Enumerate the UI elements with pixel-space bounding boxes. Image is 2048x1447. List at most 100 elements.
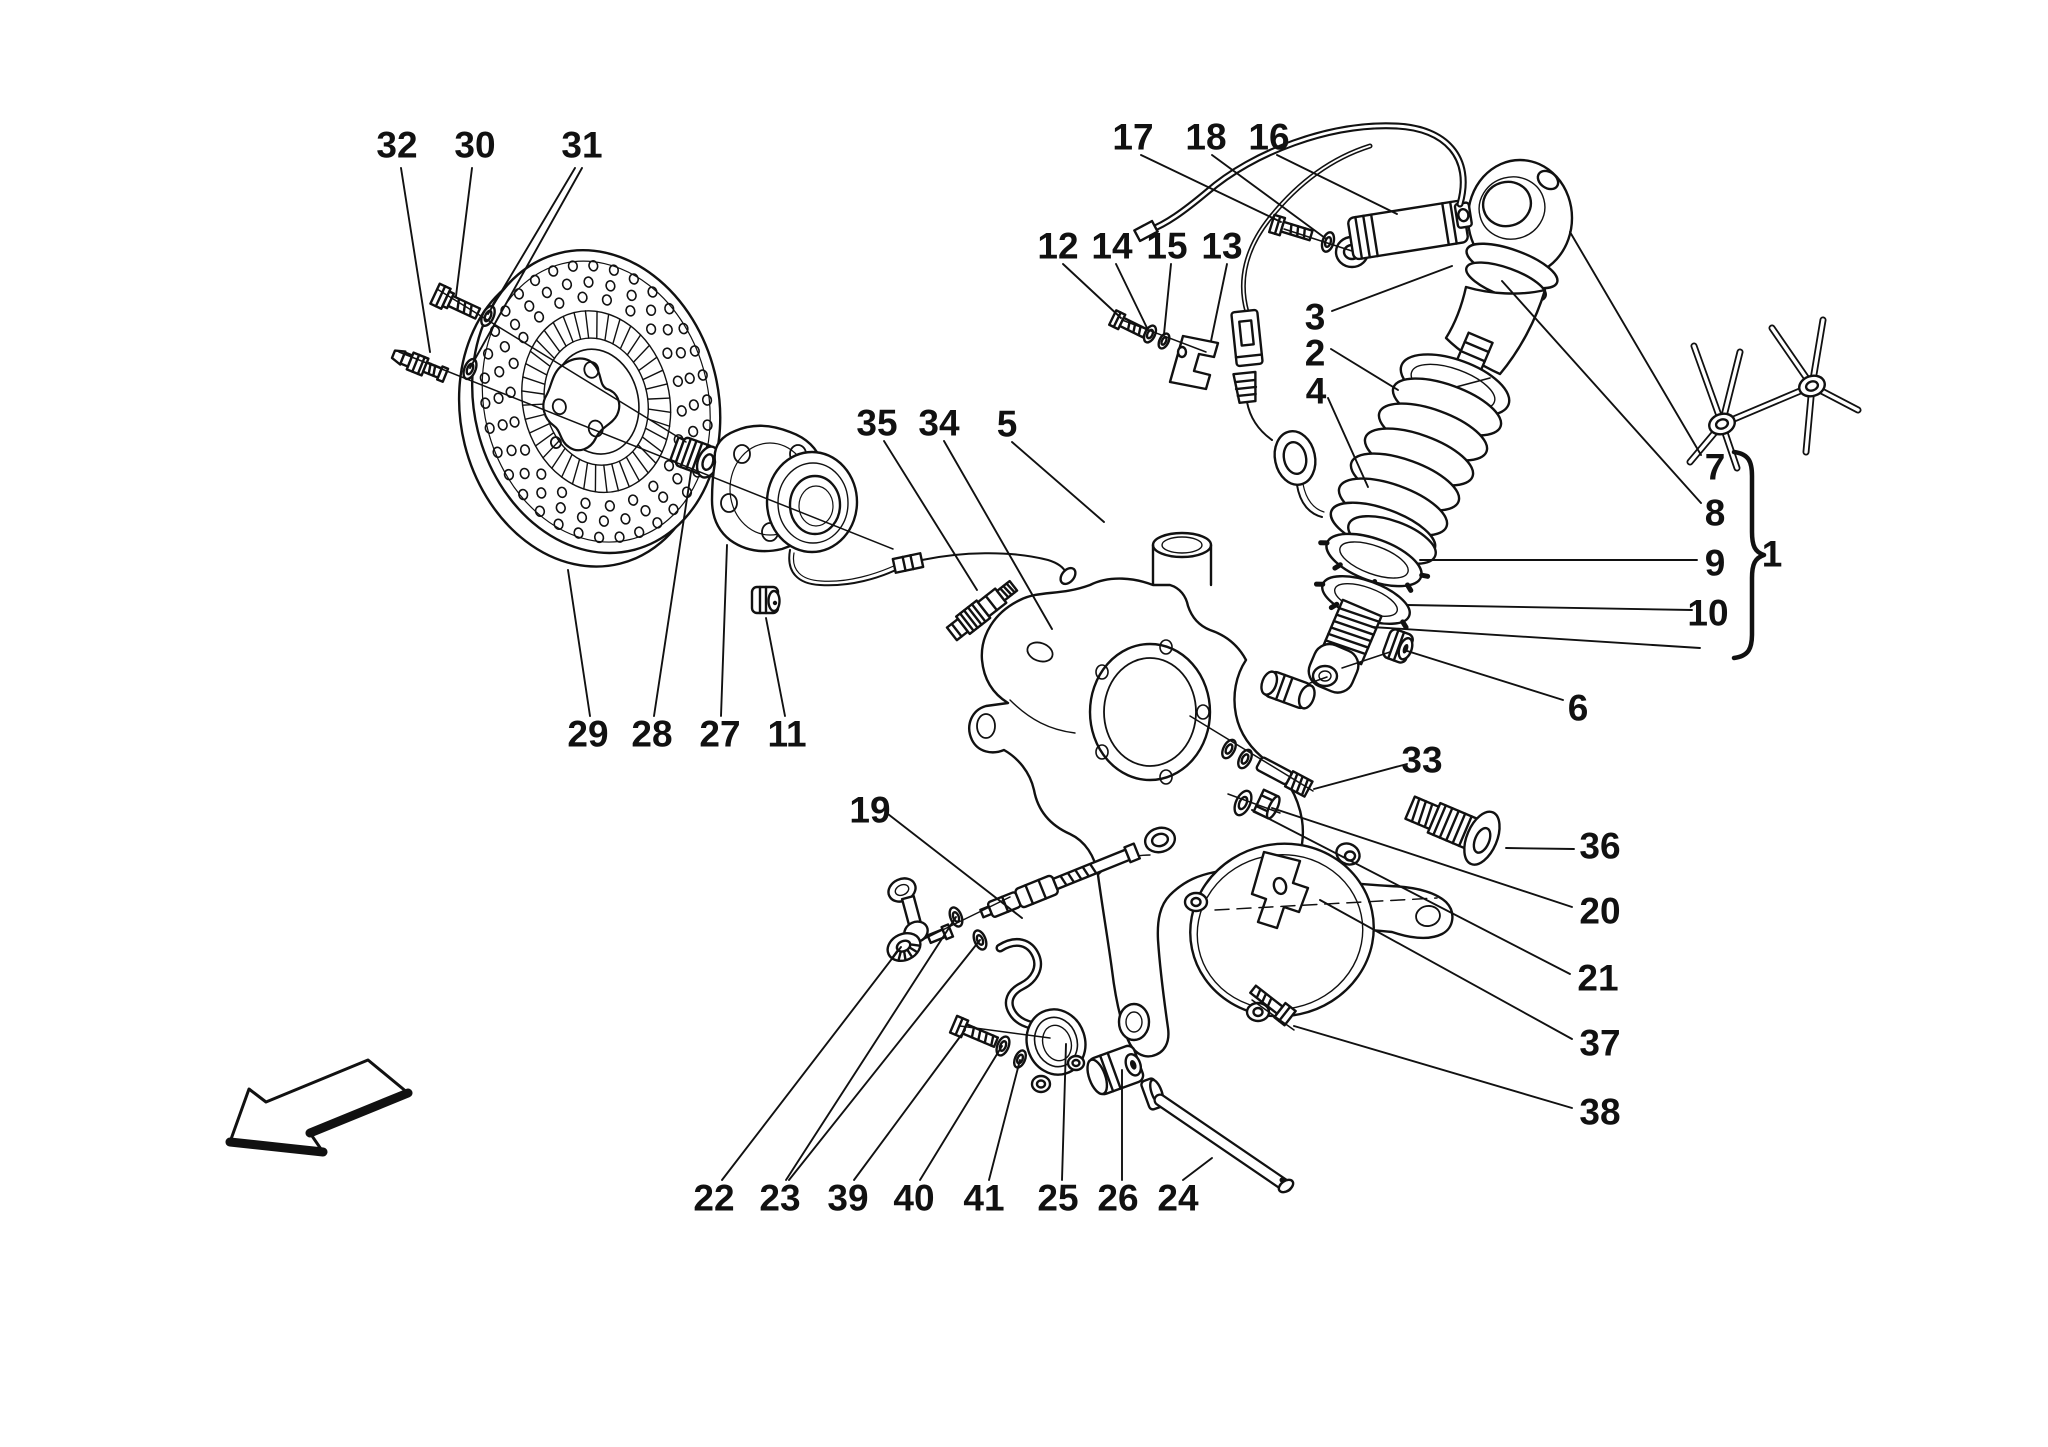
vent-vane xyxy=(521,390,545,395)
leader-line-part-36 xyxy=(1505,847,1575,850)
disc-hole xyxy=(499,340,511,353)
disc-hole xyxy=(701,394,713,406)
leader-line-part-2 xyxy=(1330,348,1399,391)
disc-hole xyxy=(508,357,519,370)
vent-vane xyxy=(642,369,664,381)
part-label-30: 30 xyxy=(454,125,495,166)
assembly-axis-lines xyxy=(398,228,1438,1039)
vent-vane xyxy=(611,463,620,492)
hub-cap xyxy=(750,585,781,615)
disc-hole xyxy=(614,531,625,543)
part-label-5: 5 xyxy=(997,404,1018,445)
leader-line-part-19 xyxy=(887,813,1023,919)
leader-line-part-3 xyxy=(1331,265,1453,312)
connector-lower xyxy=(1232,370,1258,404)
disc-hole xyxy=(647,286,658,298)
disc-hole xyxy=(536,487,547,499)
leader-line-part-13 xyxy=(1210,263,1228,342)
vent-vane xyxy=(529,350,551,367)
abs-sensor xyxy=(945,579,1019,642)
vent-vane xyxy=(612,318,621,345)
vent-vane xyxy=(626,334,642,356)
leader-line-part-34 xyxy=(943,440,1053,630)
leader-line-part-18 xyxy=(1211,154,1326,239)
disc-hole xyxy=(494,365,505,378)
disc-hole xyxy=(479,372,490,384)
vent-vane xyxy=(522,376,546,386)
shock-reservoir xyxy=(1334,199,1473,269)
leader-line-part-29 xyxy=(567,569,591,717)
wheel-hub xyxy=(710,424,859,554)
eye-bushing xyxy=(1382,628,1414,664)
part-label-12: 12 xyxy=(1037,226,1078,267)
clamp-washer-2 xyxy=(1013,1049,1027,1069)
leader-line-part-14 xyxy=(1115,263,1149,331)
leader-line-part-32 xyxy=(400,167,431,353)
shock-top-mount xyxy=(1465,158,1574,303)
disc-hole xyxy=(645,304,657,317)
part-label-37: 37 xyxy=(1579,1023,1620,1064)
stabilizer-link xyxy=(886,877,955,962)
leader-line-part-21 xyxy=(1251,809,1571,975)
disc-hole xyxy=(688,425,699,438)
part-label-18: 18 xyxy=(1185,117,1226,158)
disc-hole xyxy=(493,392,504,405)
vent-vane xyxy=(618,460,630,488)
disc-hole xyxy=(676,405,687,417)
disc-drill-holes xyxy=(479,260,713,544)
part-label-17: 17 xyxy=(1112,117,1153,158)
disc-hole xyxy=(497,419,508,431)
part-label-1: 1 xyxy=(1762,534,1783,575)
vent-vane xyxy=(571,458,581,485)
part-label-26: 26 xyxy=(1097,1178,1138,1219)
disc-hole xyxy=(541,286,553,299)
cover-screw xyxy=(1249,984,1297,1027)
disc-hole xyxy=(662,347,673,359)
part-label-23: 23 xyxy=(759,1178,800,1219)
disc-hole xyxy=(513,288,525,300)
part-label-6: 6 xyxy=(1568,688,1589,729)
disc-hole xyxy=(492,446,503,459)
part-label-38: 38 xyxy=(1579,1092,1620,1133)
part-label-9: 9 xyxy=(1705,543,1726,584)
disc-hole xyxy=(662,323,673,336)
leader-line-part-24 xyxy=(1182,1157,1213,1181)
eye-bolt-washer-1 xyxy=(1221,738,1237,760)
leader-line-part-41 xyxy=(988,1059,1021,1181)
clamp-bolt xyxy=(948,1014,1000,1048)
reservoir-screw xyxy=(1267,213,1314,242)
vent-vane xyxy=(641,436,663,453)
disc-hole xyxy=(518,488,529,501)
part-label-39: 39 xyxy=(827,1178,868,1219)
part-label-28: 28 xyxy=(631,714,672,755)
vent-vane xyxy=(584,310,590,339)
leader-line-part-7 xyxy=(1569,231,1702,456)
part-label-2: 2 xyxy=(1305,333,1326,374)
disc-hole xyxy=(598,515,610,527)
disc-hole xyxy=(555,502,566,514)
disc-hole xyxy=(509,318,521,331)
vent-vane xyxy=(525,362,548,376)
bar-bushing xyxy=(1086,1044,1145,1096)
part-label-3: 3 xyxy=(1305,297,1326,338)
disc-hole xyxy=(626,289,637,302)
leader-line-part-6 xyxy=(1403,649,1564,701)
leader-line-part-1 xyxy=(1371,626,1701,649)
disc-hole xyxy=(645,323,657,335)
vent-vane xyxy=(552,321,567,347)
vent-vane xyxy=(583,462,589,490)
part-label-33: 33 xyxy=(1401,740,1442,781)
disc-hole xyxy=(689,345,700,357)
splined-pin xyxy=(1404,795,1501,866)
hub-threaded-bushing xyxy=(669,436,721,479)
disc-hole xyxy=(628,273,639,285)
leader-line-part-40 xyxy=(919,1045,1003,1181)
part-label-24: 24 xyxy=(1157,1178,1199,1219)
vent-vane xyxy=(528,422,551,434)
disc-hole xyxy=(652,517,663,529)
vent-vane xyxy=(625,456,640,482)
disc-hole xyxy=(519,467,530,480)
leader-line-part-8 xyxy=(1501,280,1702,504)
disc-hole xyxy=(573,527,584,539)
bracket-screw xyxy=(1108,309,1149,339)
